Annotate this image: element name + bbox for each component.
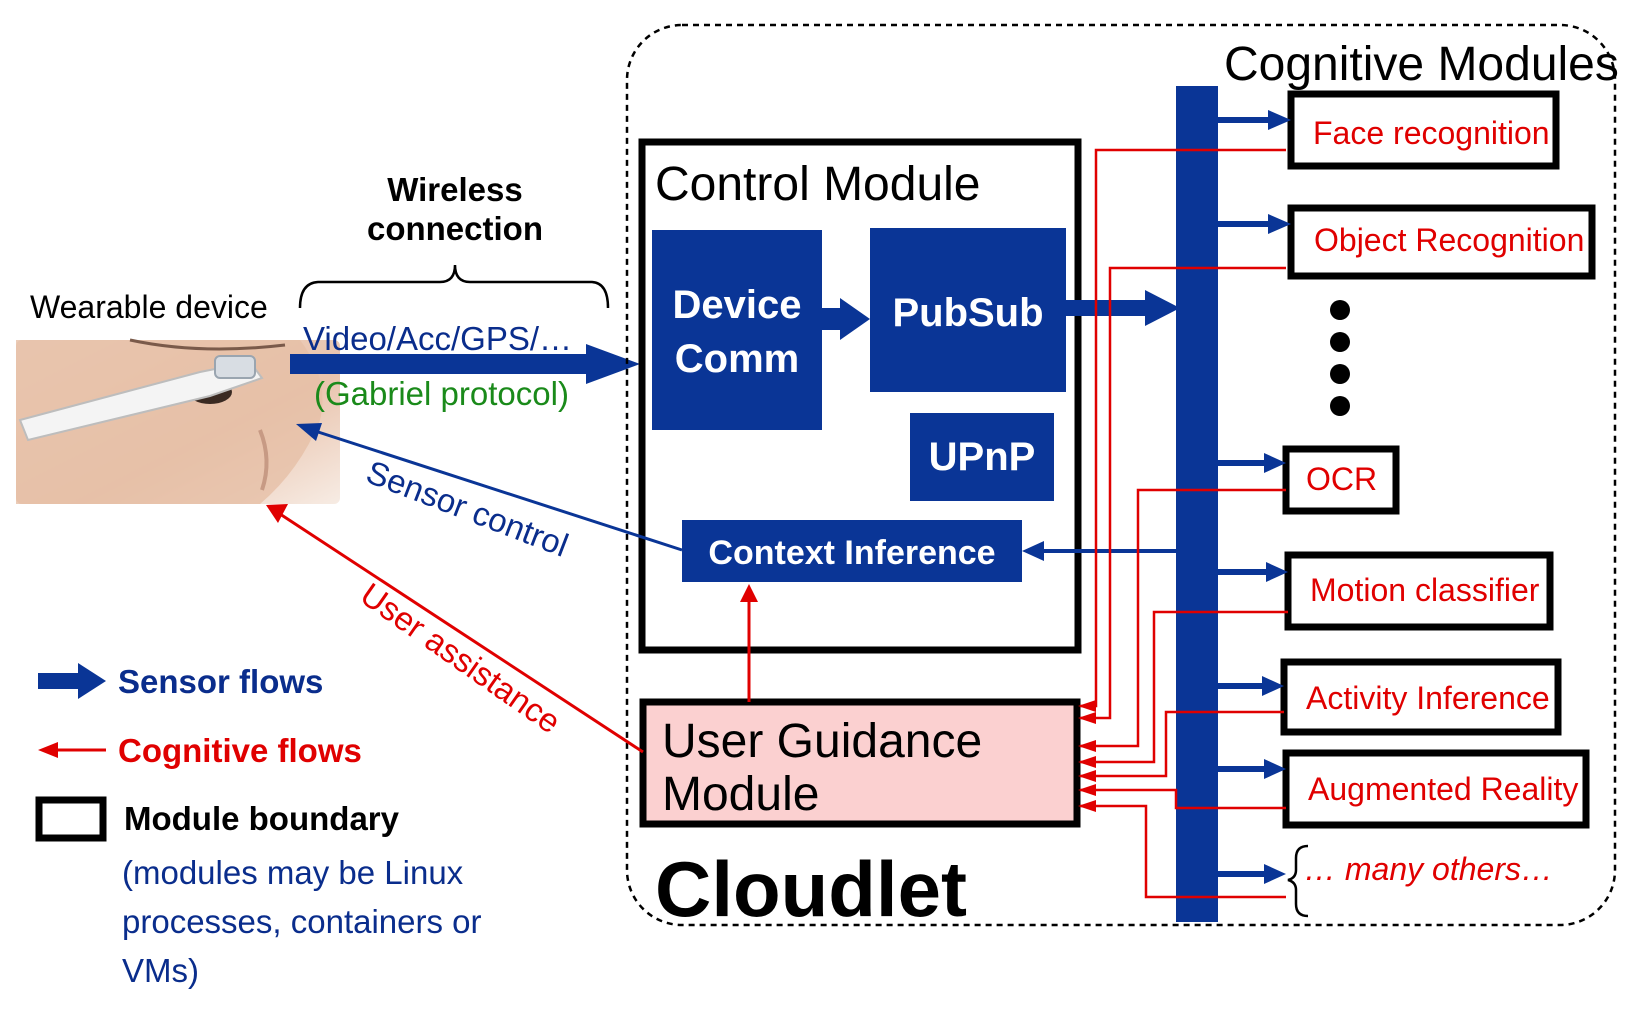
bus-to-modules-arrows — [1218, 110, 1291, 884]
object-recognition-label: Object Recognition — [1314, 222, 1584, 258]
augmented-reality-box — [1282, 749, 1590, 829]
user-guidance-module-box — [639, 698, 1081, 828]
cognitive-modules-title: Cognitive Modules — [1224, 38, 1619, 91]
gabriel-protocol-label: (Gabriel protocol) — [314, 375, 569, 412]
ellipsis-dots — [1330, 300, 1350, 416]
context-inference-label: Context Inference — [708, 534, 995, 572]
cloudlet-title: Cloudlet — [655, 845, 967, 933]
sensor-control-label: Sensor control — [361, 453, 573, 564]
legend-note-line1: (modules may be Linux — [122, 854, 464, 891]
cloudlet-boundary — [625, 23, 1617, 927]
legend-note-line2: processes, containers or — [122, 903, 482, 940]
guidance-to-context-arrow — [740, 584, 758, 702]
user-guidance-label-line2: Module — [662, 768, 819, 821]
object-recognition-box — [1287, 204, 1596, 280]
pubsub-to-bus-arrow — [1066, 290, 1180, 326]
pubsub-box — [870, 228, 1066, 392]
guidance-arrowheads — [1078, 700, 1096, 812]
user-assistance-arrow — [266, 504, 644, 754]
legend-note-line3: VMs) — [122, 952, 199, 989]
user-guidance-label-line1: User Guidance — [662, 715, 982, 768]
context-inference-box — [682, 520, 1022, 582]
wearable-device-label: Wearable device — [30, 289, 268, 325]
stream-types-label: Video/Acc/GPS/… — [303, 320, 572, 357]
user-assistance-label: User assistance — [354, 575, 568, 740]
legend-cognitive-flows-label: Cognitive flows — [118, 732, 362, 769]
activity-inference-box — [1280, 658, 1562, 736]
face-recognition-box — [1287, 90, 1560, 170]
motion-classifier-box — [1284, 551, 1554, 631]
legend-module-boundary-label: Module boundary — [124, 800, 400, 837]
sensor-stream-arrow — [290, 344, 640, 384]
wearable-device-image — [16, 338, 340, 504]
legend-sensor-flow-icon — [38, 663, 106, 699]
device-comm-label-line2: Comm — [675, 337, 799, 381]
upnp-box — [910, 413, 1054, 501]
legend-module-boundary-icon — [35, 796, 107, 842]
many-others-brace — [1287, 844, 1309, 918]
device-comm-box — [652, 230, 822, 430]
legend-cognitive-flow-icon — [38, 742, 106, 758]
sensor-control-arrow — [296, 423, 683, 552]
wireless-brace — [298, 264, 610, 309]
devicecomm-to-pubsub-arrow — [822, 298, 870, 340]
ocr-box — [1282, 445, 1400, 515]
cognitive-bus — [1176, 86, 1218, 922]
control-module-title: Control Module — [655, 158, 981, 211]
activity-inference-label: Activity Inference — [1306, 680, 1550, 716]
bus-to-context-arrow — [1022, 541, 1176, 561]
face-recognition-label: Face recognition — [1313, 115, 1550, 151]
legend: Sensor flows Cognitive flows Module boun… — [35, 663, 482, 989]
upnp-label: UPnP — [929, 435, 1036, 479]
many-others-label: … many others… — [1304, 851, 1553, 887]
motion-classifier-label: Motion classifier — [1310, 572, 1540, 608]
wireless-label-line2: connection — [367, 210, 543, 247]
legend-sensor-flows-label: Sensor flows — [118, 663, 323, 700]
wireless-label-line1: Wireless — [387, 171, 522, 208]
device-comm-label-line1: Device — [673, 283, 802, 327]
ocr-label: OCR — [1306, 461, 1377, 497]
augmented-reality-label: Augmented Reality — [1308, 771, 1578, 807]
pubsub-label: PubSub — [892, 291, 1043, 335]
